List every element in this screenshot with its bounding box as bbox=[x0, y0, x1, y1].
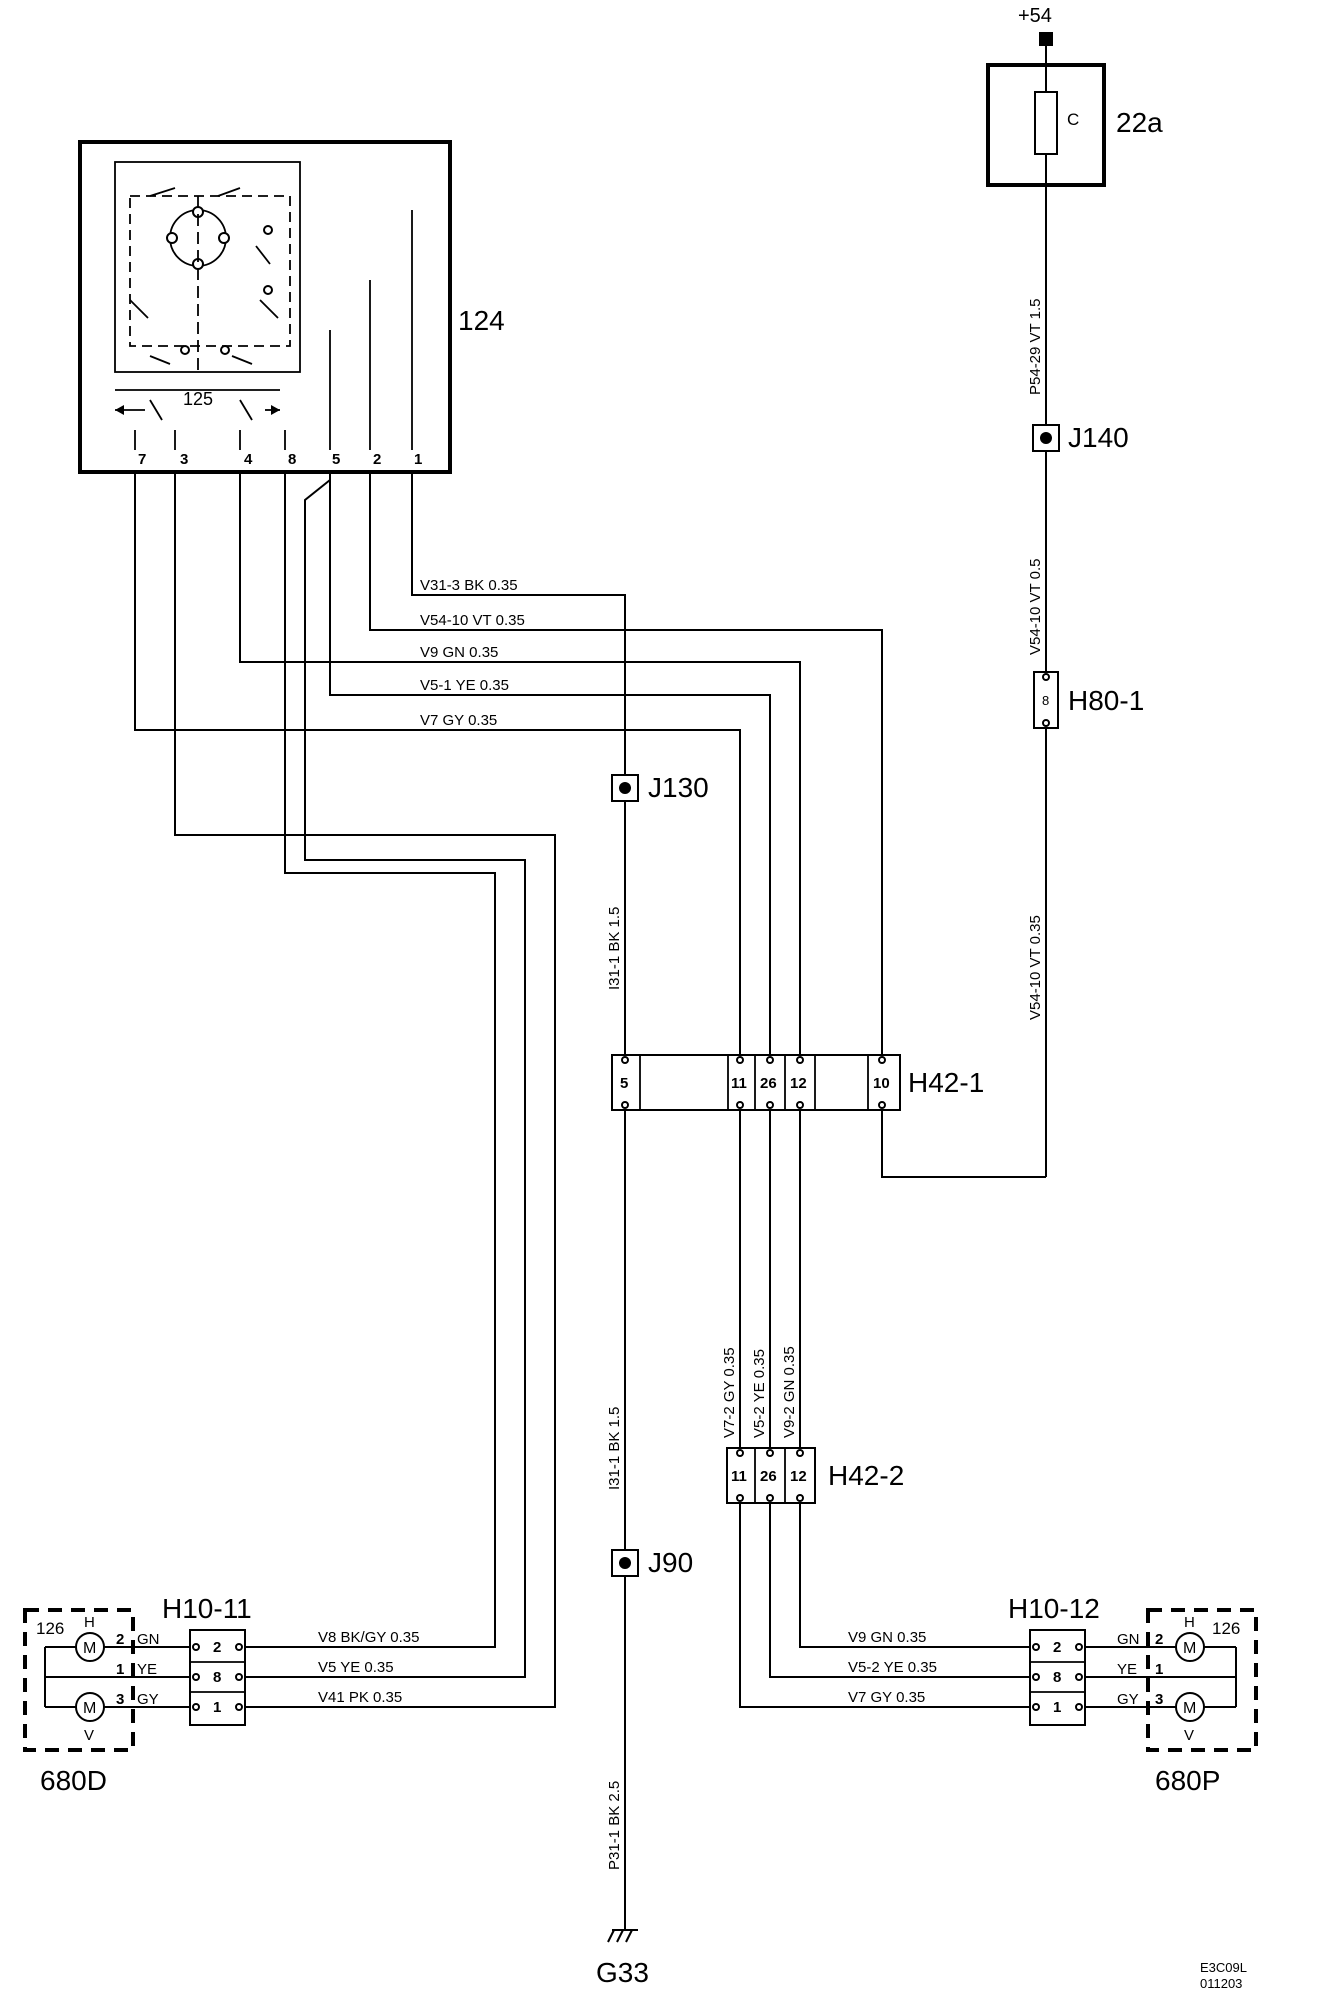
h42-2-pin-26: 26 bbox=[760, 1468, 777, 1485]
h10-11-pin-8: 8 bbox=[213, 1669, 221, 1686]
mirror-right-label: 680P bbox=[1155, 1765, 1220, 1796]
motor-left-pin-3: 3 bbox=[116, 1691, 124, 1708]
fuse-label: 22a bbox=[1116, 107, 1163, 138]
wire-i31-1-b: I31-1 BK 1.5 bbox=[606, 1407, 623, 1490]
switch-pin-4: 4 bbox=[244, 451, 253, 468]
fuse-element bbox=[1034, 91, 1058, 155]
h42-2-pin-11: 11 bbox=[731, 1468, 747, 1485]
fuse-letter: C bbox=[1067, 110, 1079, 129]
h42-1-pin-11: 11 bbox=[731, 1075, 747, 1092]
switch-124-box bbox=[78, 140, 452, 474]
switch-pin-1: 1 bbox=[414, 451, 422, 468]
motor-left-h-label: H bbox=[84, 1614, 95, 1631]
h10-12-pin-1: 1 bbox=[1053, 1699, 1061, 1716]
motor-right-h-m: M bbox=[1183, 1640, 1196, 1657]
wire-v9-r: V9 GN 0.35 bbox=[848, 1629, 926, 1646]
diagram-ref-code: E3C09L bbox=[1200, 1960, 1247, 1975]
switch-pin-5: 5 bbox=[332, 451, 340, 468]
wire-v54-10: V54-10 VT 0.35 bbox=[420, 612, 525, 629]
wire-v5-2-r: V5-2 YE 0.35 bbox=[848, 1659, 937, 1676]
h10-12-pin-8: 8 bbox=[1053, 1669, 1061, 1686]
connector-h42-1 bbox=[611, 1054, 901, 1111]
motor-right-pin-3: 3 bbox=[1155, 1691, 1163, 1708]
mirror-assembly-680d bbox=[23, 1608, 135, 1752]
junction-j140-label: J140 bbox=[1068, 422, 1129, 453]
wire-v8-l: V8 BK/GY 0.35 bbox=[318, 1629, 419, 1646]
mirror-assembly-680p bbox=[1146, 1608, 1258, 1752]
wire-v5-2: V5-2 YE 0.35 bbox=[751, 1349, 768, 1438]
connector-h10-12 bbox=[1029, 1629, 1086, 1726]
h42-1-pin-26: 26 bbox=[760, 1075, 777, 1092]
motor-right-gy: GY bbox=[1117, 1691, 1139, 1708]
motor-left-v bbox=[75, 1692, 105, 1722]
switch-pin-8: 8 bbox=[288, 451, 296, 468]
wire-v7: V7 GY 0.35 bbox=[420, 712, 497, 729]
motor-left-gn: GN bbox=[137, 1631, 160, 1648]
diagram-ref-date: 011203 bbox=[1200, 1976, 1242, 1991]
h42-1-pin-5: 5 bbox=[620, 1075, 628, 1092]
motor-left-h-m: M bbox=[83, 1640, 96, 1657]
motor-right-pin-2: 2 bbox=[1155, 1631, 1163, 1648]
motor-right-ref: 126 bbox=[1212, 1619, 1240, 1638]
switch-pin-2: 2 bbox=[373, 451, 381, 468]
h42-2-pin-12: 12 bbox=[790, 1468, 807, 1485]
h42-1-pin-12: 12 bbox=[790, 1075, 807, 1092]
motor-left-v-label: V bbox=[84, 1727, 94, 1744]
wire-v5-1: V5-1 YE 0.35 bbox=[420, 677, 509, 694]
motor-right-pin-1: 1 bbox=[1155, 1661, 1163, 1678]
wire-v9-2: V9-2 GN 0.35 bbox=[781, 1346, 798, 1438]
supply-terminal bbox=[1039, 32, 1053, 46]
motor-left-gy: GY bbox=[137, 1691, 159, 1708]
wire-v7-r: V7 GY 0.35 bbox=[848, 1689, 925, 1706]
wire-v31-3: V31-3 BK 0.35 bbox=[420, 577, 518, 594]
wire-v54-10-a: V54-10 VT 0.5 bbox=[1027, 559, 1044, 655]
connector-h10-11 bbox=[189, 1629, 246, 1726]
connector-h42-1-label: H42-1 bbox=[908, 1067, 984, 1098]
wire-v9: V9 GN 0.35 bbox=[420, 644, 498, 661]
connector-h10-12-label: H10-12 bbox=[1008, 1593, 1100, 1624]
switch-mechanism bbox=[114, 161, 301, 421]
junction-j90-label: J90 bbox=[648, 1547, 693, 1578]
connector-h42-2 bbox=[726, 1447, 816, 1504]
wire-i31-1-a: I31-1 BK 1.5 bbox=[606, 907, 623, 990]
junction-j130-label: J130 bbox=[648, 772, 709, 803]
ground-label: G33 bbox=[596, 1957, 649, 1988]
h80-1-pin: 8 bbox=[1042, 693, 1049, 708]
motor-right-h-label: H bbox=[1184, 1614, 1195, 1631]
switch-pin-7: 7 bbox=[138, 451, 146, 468]
motor-right-gn: GN bbox=[1117, 1631, 1140, 1648]
switch-pin-3: 3 bbox=[180, 451, 188, 468]
motor-right-v-m: M bbox=[1183, 1700, 1196, 1717]
wire-v7-2: V7-2 GY 0.35 bbox=[721, 1347, 738, 1438]
switch-125-label: 125 bbox=[183, 389, 213, 409]
motor-left-pin-2: 2 bbox=[116, 1631, 124, 1648]
ground-symbol bbox=[607, 1929, 638, 1943]
motor-right-v bbox=[1175, 1692, 1205, 1722]
motor-right-h bbox=[1175, 1632, 1205, 1662]
motor-right-v-label: V bbox=[1184, 1727, 1194, 1744]
connector-h80-1 bbox=[1033, 671, 1059, 729]
motor-left-ye: YE bbox=[137, 1661, 157, 1678]
wire-p31-1: P31-1 BK 2.5 bbox=[606, 1781, 623, 1870]
connector-h42-2-label: H42-2 bbox=[828, 1460, 904, 1491]
wire-p54-29: P54-29 VT 1.5 bbox=[1027, 299, 1044, 395]
motor-left-v-m: M bbox=[83, 1700, 96, 1717]
motor-right-ye: YE bbox=[1117, 1661, 1137, 1678]
motor-left-h bbox=[75, 1632, 105, 1662]
motor-left-pin-1: 1 bbox=[116, 1661, 124, 1678]
h10-11-pin-2: 2 bbox=[213, 1639, 221, 1656]
wire-v5-l: V5 YE 0.35 bbox=[318, 1659, 394, 1676]
h10-11-pin-1: 1 bbox=[213, 1699, 221, 1716]
connector-h10-11-label: H10-11 bbox=[162, 1593, 252, 1624]
wire-v41-l: V41 PK 0.35 bbox=[318, 1689, 402, 1706]
mirror-left-label: 680D bbox=[40, 1765, 107, 1796]
connector-h80-1-label: H80-1 bbox=[1068, 685, 1144, 716]
wire-v54-10-b: V54-10 VT 0.35 bbox=[1027, 915, 1044, 1020]
h10-12-pin-2: 2 bbox=[1053, 1639, 1061, 1656]
motor-left-ref: 126 bbox=[36, 1619, 64, 1638]
h42-1-pin-10: 10 bbox=[873, 1075, 890, 1092]
supply-label: +54 bbox=[1018, 5, 1052, 27]
switch-124-label: 124 bbox=[458, 305, 505, 336]
